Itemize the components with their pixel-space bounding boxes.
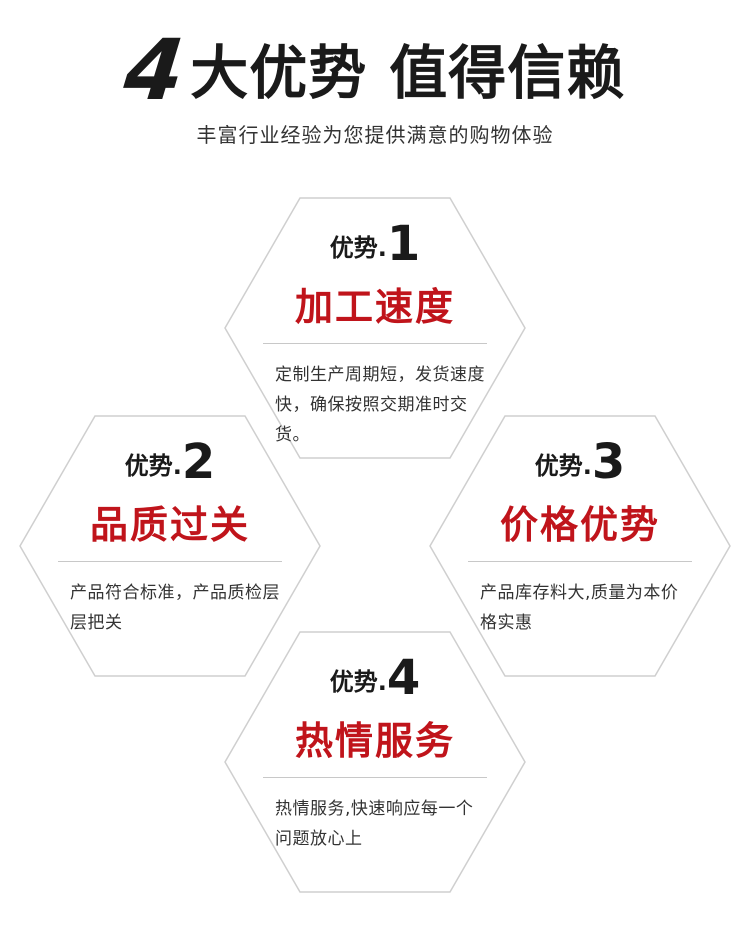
card-label: 优势.3: [534, 434, 626, 490]
card-heading: 品质过关: [89, 503, 250, 547]
hexagon-3-outline: [429, 415, 731, 677]
advantage-card-3: 优势.3 价格优势 产品库存料大,质量为本价格实惠: [430, 416, 730, 676]
card-heading: 热情服务: [294, 719, 455, 763]
card-label: 优势.4: [329, 650, 421, 706]
hexagon-4-outline: [224, 631, 526, 893]
card-description: 产品库存料大,质量为本价格实惠: [480, 583, 679, 633]
hexagon-1-outline: [224, 197, 526, 459]
card-label: 优势.1: [329, 216, 421, 272]
page-title: 4大优势值得信赖: [0, 21, 750, 119]
card-description: 产品符合标准，产品质检层层把关: [70, 583, 280, 633]
card-divider: [263, 343, 487, 344]
card-heading: 加工速度: [294, 285, 455, 329]
page-subtitle: 丰富行业经验为您提供满意的购物体验: [196, 123, 554, 147]
title-part2: 值得信赖: [389, 39, 626, 107]
card-number: 4: [386, 650, 421, 706]
advantage-card-1: 优势.1 加工速度 定制生产周期短，发货速度快，确保按照交期准时交货。: [225, 198, 525, 458]
title-part1: 大优势: [190, 39, 368, 107]
card-divider: [468, 561, 692, 562]
card-description: 热情服务,快速响应每一个问题放心上: [275, 799, 474, 849]
page-header: 4大优势值得信赖 丰富行业经验为您提供满意的购物体验: [0, 21, 750, 148]
card-description: 定制生产周期短，发货速度快，确保按照交期准时交货。: [275, 365, 485, 445]
hexagon-2-outline: [19, 415, 321, 677]
card-number: 3: [591, 434, 626, 490]
card-number: 2: [181, 434, 216, 490]
card-number: 1: [386, 216, 421, 272]
card-heading: 价格优势: [499, 503, 660, 547]
advantage-card-2: 优势.2 品质过关 产品符合标准，产品质检层层把关: [20, 416, 320, 676]
card-divider: [263, 777, 487, 778]
card-label: 优势.2: [124, 434, 216, 490]
card-divider: [58, 561, 282, 562]
advantage-card-4: 优势.4 热情服务 热情服务,快速响应每一个问题放心上: [225, 632, 525, 892]
